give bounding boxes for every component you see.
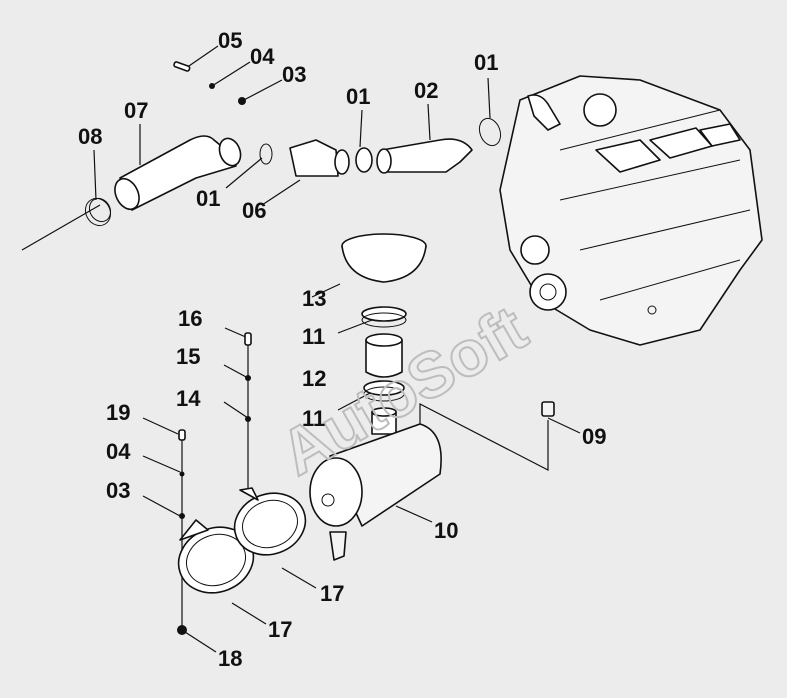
callout-16: 16 <box>178 306 202 331</box>
lower-assembly-outline <box>419 403 549 471</box>
callout-11-upper: 11 <box>302 324 325 349</box>
callout-11-lower: 11 <box>302 406 325 431</box>
callout-02: 02 <box>414 78 438 103</box>
callout-03-lower: 03 <box>106 478 130 503</box>
callout-06: 06 <box>242 198 266 223</box>
engine-assembly <box>499 75 763 346</box>
callout-08: 08 <box>78 124 102 149</box>
callout-labels: 05 04 03 01 02 01 07 08 01 06 13 11 12 1… <box>78 28 606 671</box>
upper-assembly-outline <box>21 204 101 251</box>
callout-03-upper: 03 <box>282 62 306 87</box>
callout-01-right: 01 <box>474 50 498 75</box>
callout-18: 18 <box>218 646 242 671</box>
callout-05: 05 <box>218 28 242 53</box>
callout-14: 14 <box>176 386 201 411</box>
callout-17-left: 17 <box>268 617 292 642</box>
callout-17-right: 17 <box>320 581 344 606</box>
band-clamps <box>177 487 307 594</box>
callout-01-middle: 01 <box>346 84 370 109</box>
leader-lines <box>93 45 581 653</box>
callout-10: 10 <box>434 518 458 543</box>
callout-12: 12 <box>302 366 326 391</box>
small-fasteners <box>173 61 555 635</box>
intake-ducts <box>84 117 502 227</box>
air-cleaner-housing <box>309 423 442 561</box>
callout-15: 15 <box>176 344 200 369</box>
callout-04-lower: 04 <box>106 439 131 464</box>
callout-01-left: 01 <box>196 186 220 211</box>
callout-04-upper: 04 <box>250 44 275 69</box>
callout-13: 13 <box>302 286 326 311</box>
filter-stack <box>341 233 427 435</box>
callout-09: 09 <box>582 424 606 449</box>
callout-19: 19 <box>106 400 130 425</box>
callout-07: 07 <box>124 98 148 123</box>
